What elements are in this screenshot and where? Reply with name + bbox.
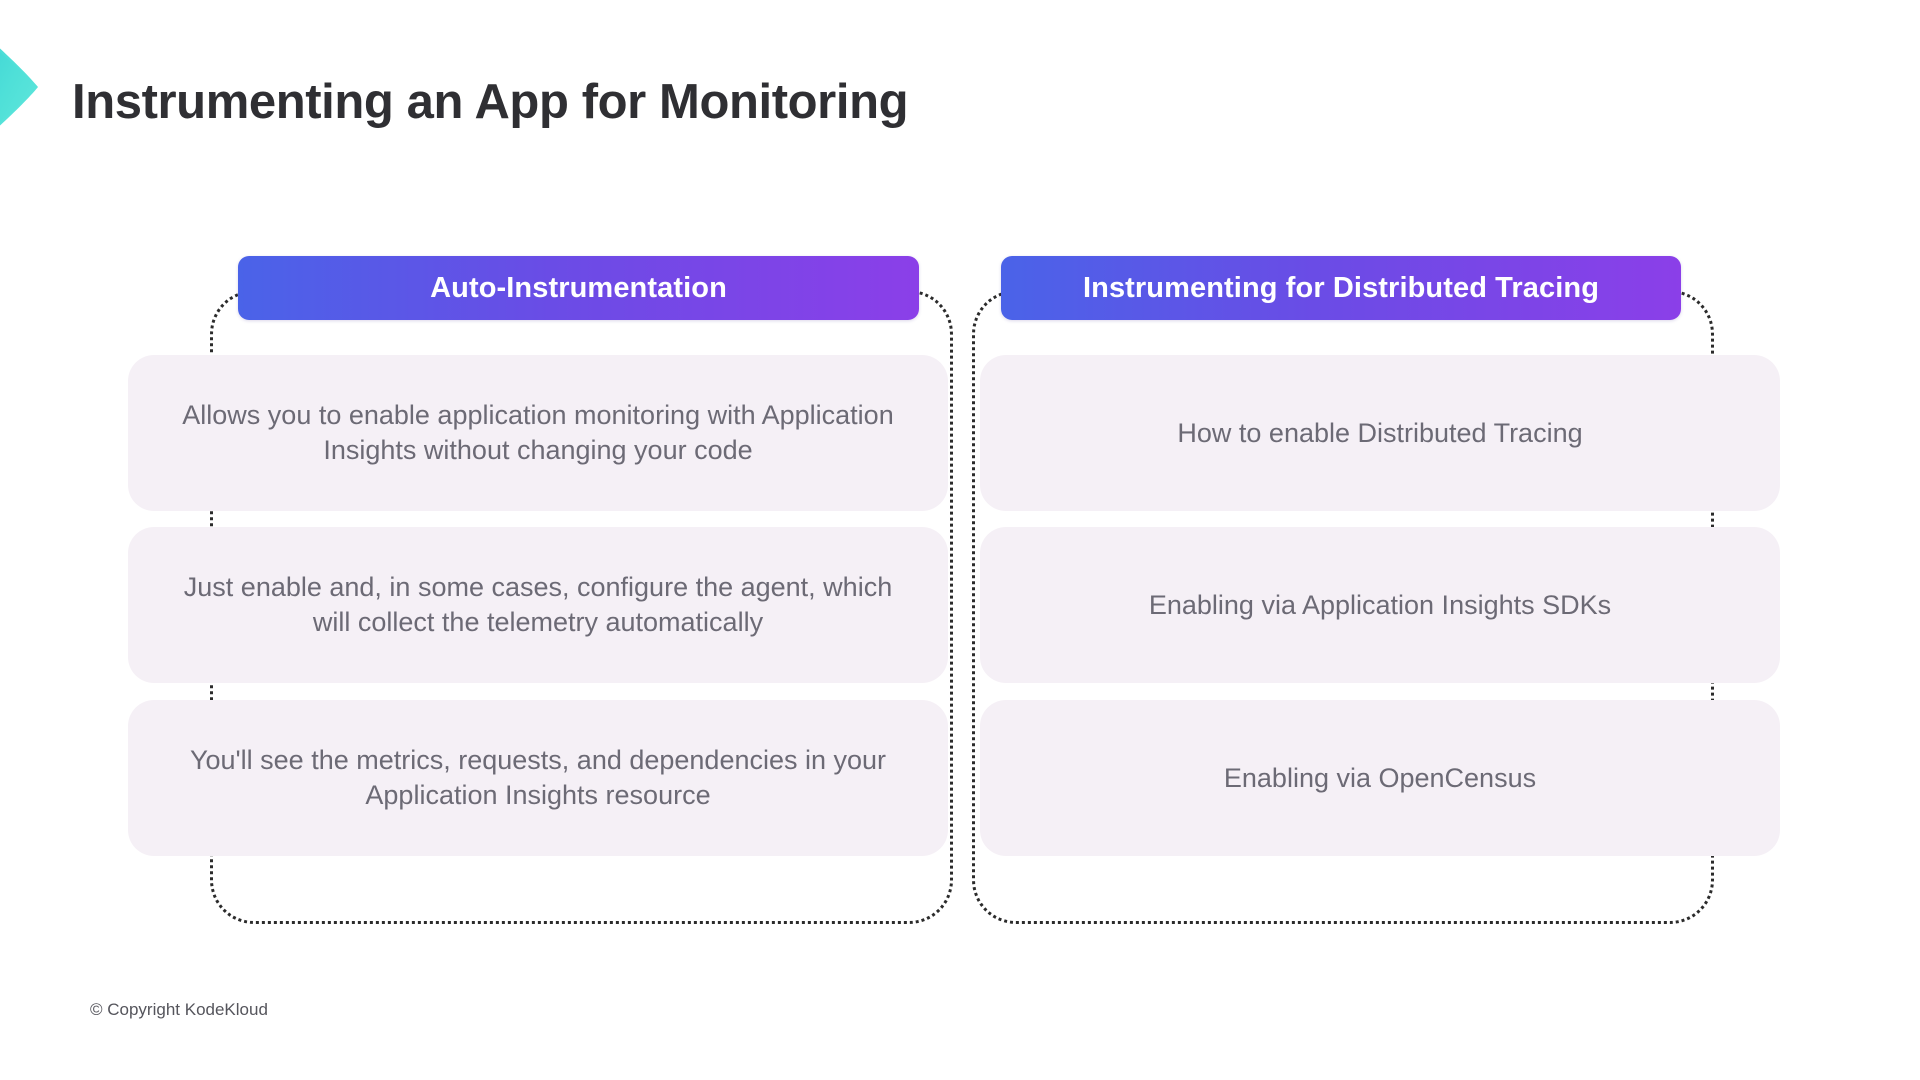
content-card[interactable]: Allows you to enable application monitor… bbox=[128, 355, 948, 511]
column-header-distributed-tracing[interactable]: Instrumenting for Distributed Tracing bbox=[1001, 256, 1681, 320]
column-header-label: Instrumenting for Distributed Tracing bbox=[1082, 271, 1600, 304]
content-card-text: You'll see the metrics, requests, and de… bbox=[189, 745, 887, 810]
content-card-text: Just enable and, in some cases, configur… bbox=[183, 572, 893, 637]
content-card-text: How to enable Distributed Tracing bbox=[1177, 417, 1583, 448]
content-card[interactable]: Enabling via Application Insights SDKs bbox=[980, 527, 1780, 683]
content-card-text: Enabling via Application Insights SDKs bbox=[1148, 589, 1612, 620]
footer-copyright: © Copyright KodeKloud bbox=[90, 1000, 268, 1019]
content-card[interactable]: How to enable Distributed Tracing bbox=[980, 355, 1780, 511]
content-card-text: Enabling via OpenCensus bbox=[1223, 762, 1537, 793]
chevron-right-icon bbox=[0, 8, 62, 166]
content-card[interactable]: Enabling via OpenCensus bbox=[980, 700, 1780, 856]
page-title: Instrumenting an App for Monitoring bbox=[72, 75, 909, 129]
content-card-text: Allows you to enable application monitor… bbox=[182, 400, 894, 465]
column-header-auto-instrumentation[interactable]: Auto-Instrumentation bbox=[238, 256, 919, 320]
column-header-label: Auto-Instrumentation bbox=[430, 271, 727, 304]
content-card[interactable]: Just enable and, in some cases, configur… bbox=[128, 527, 948, 683]
content-card[interactable]: You'll see the metrics, requests, and de… bbox=[128, 700, 948, 856]
